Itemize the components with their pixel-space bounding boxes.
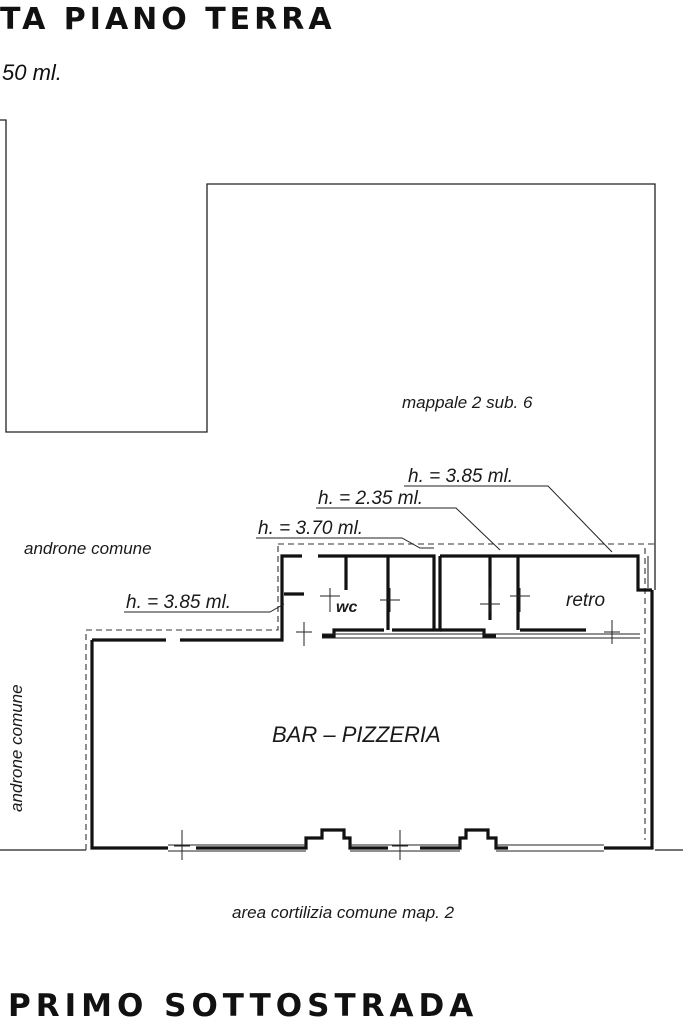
bar-bottom-wall-mid	[196, 828, 388, 850]
mappale-label: mappale 2 sub. 6	[402, 393, 533, 412]
androne-side-label: androne comune	[7, 684, 26, 812]
cross-mark	[320, 588, 340, 612]
cross-mark	[480, 588, 500, 612]
height-label-3: h. = 3.70 ml.	[258, 518, 363, 539]
leader-h3	[256, 537, 434, 549]
service-bottom-wall	[322, 628, 384, 638]
service-top-wall	[318, 554, 436, 630]
height-label-1: h. = 3.85 ml.	[408, 466, 513, 487]
cross-mark	[174, 830, 190, 860]
left-parcel-boundary	[0, 119, 656, 548]
room-label-wc: wc	[336, 599, 357, 616]
service-top-wall-right	[440, 554, 652, 592]
service-bottom-wall-3	[440, 628, 496, 638]
height-label-4: h. = 3.85 ml.	[126, 592, 231, 613]
service-bottom-wall-2	[392, 556, 442, 632]
cross-mark	[604, 620, 620, 644]
cross-mark	[296, 622, 312, 646]
height-label-2: h. = 2.35 ml.	[318, 488, 423, 509]
androne-top-label: androne comune	[24, 539, 152, 558]
cross-mark	[392, 830, 408, 860]
plan-subtitle: 50 ml.	[2, 60, 62, 85]
area-cortilizia-label: area cortilizia comune map. 2	[232, 903, 455, 922]
leader-h2	[316, 507, 501, 551]
androne-dashed-boundary	[278, 543, 656, 556]
bar-outer-wall	[90, 640, 168, 850]
bar-bottom-wall-mid2	[420, 828, 508, 850]
leader-h4	[124, 603, 285, 613]
section-title-bottom: PRIMO SOTTOSTRADA	[8, 988, 479, 1024]
cross-mark	[380, 588, 400, 612]
bar-top-wall-mid	[180, 554, 302, 642]
androne-dashed-left	[85, 544, 279, 850]
room-label-retro: retro	[566, 590, 605, 611]
cross-mark	[510, 588, 530, 612]
room-label-bar-pizzeria: BAR – PIZZERIA	[272, 722, 441, 747]
bar-bottom-wall-right	[604, 590, 654, 850]
leader-h1	[404, 485, 613, 553]
plan-title: TA PIANO TERRA	[0, 2, 336, 37]
